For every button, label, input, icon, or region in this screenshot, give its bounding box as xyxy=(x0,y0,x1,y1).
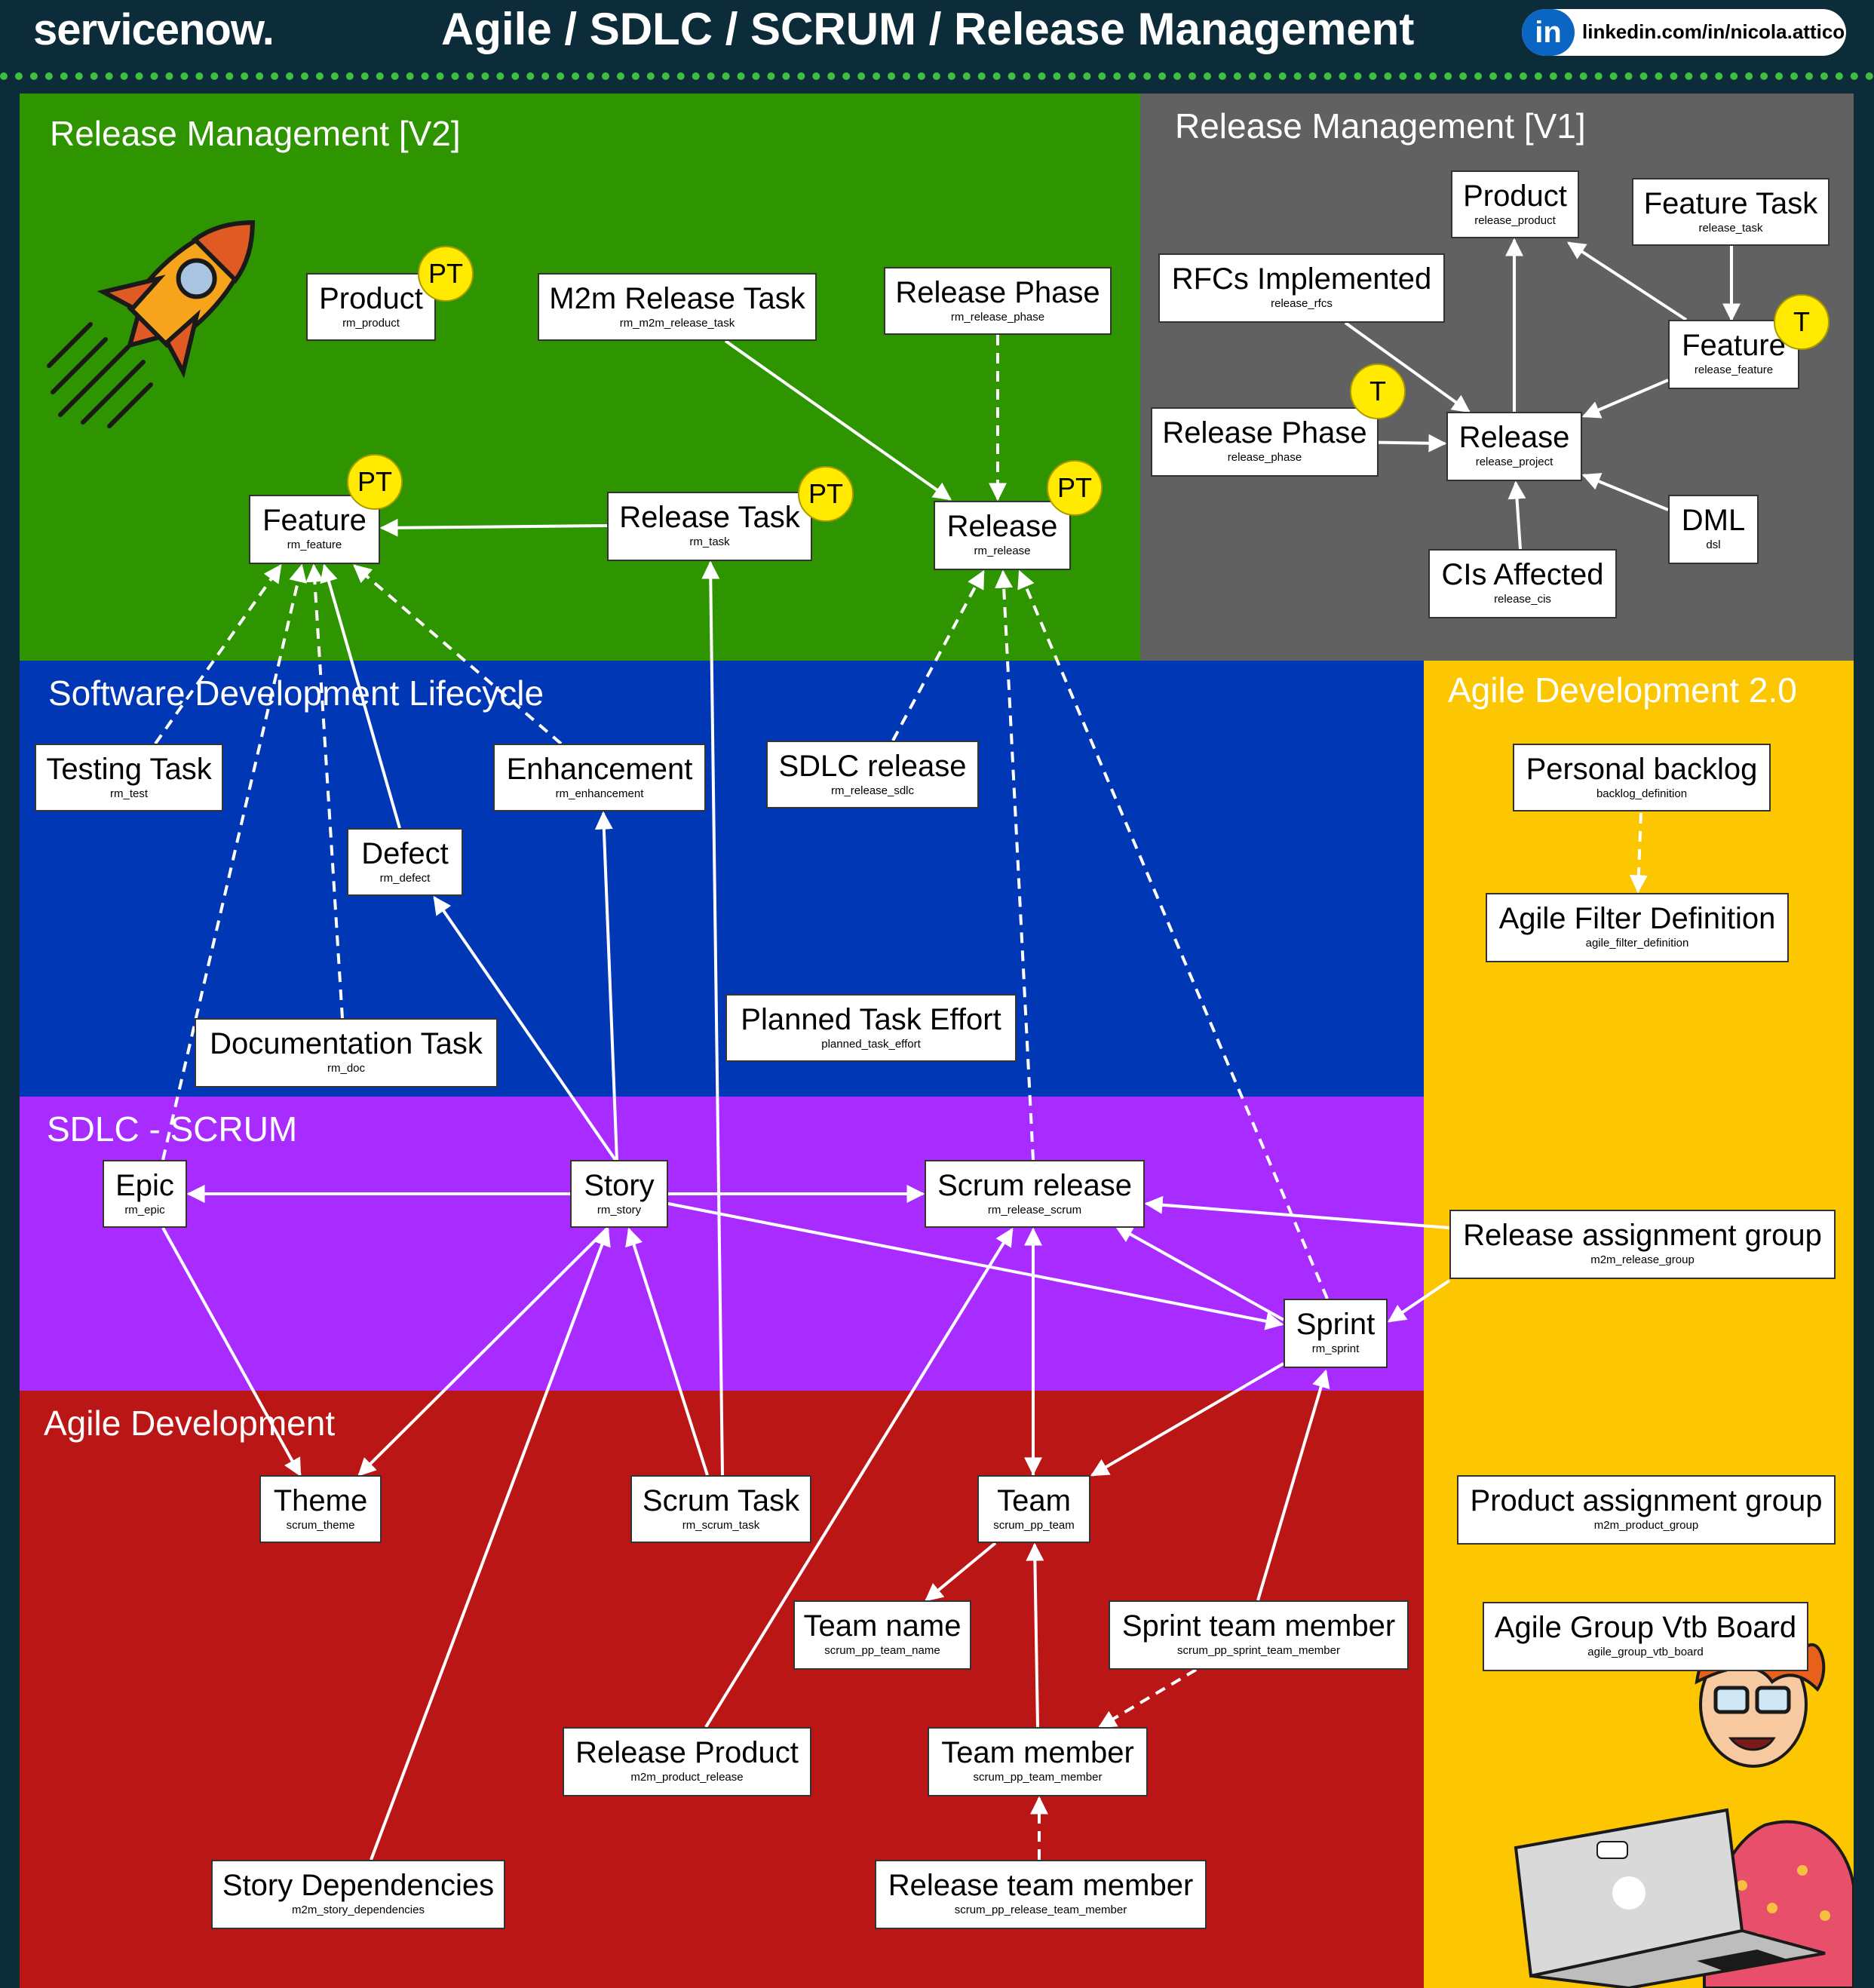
link-testing-task-to-feature xyxy=(154,564,282,745)
link-cis-to-release-v1 xyxy=(1507,480,1526,550)
link-sprint-team-member-to-team-member xyxy=(1097,1668,1198,1729)
page-title: Agile / SDLC / SCRUM / Release Managemen… xyxy=(441,4,1415,54)
linkedin-url[interactable]: linkedin.com/in/nicola.attico xyxy=(1582,20,1845,43)
badge-feature-v2: PT xyxy=(347,454,403,510)
link-story-to-enhancement xyxy=(594,811,618,1161)
badge-feature-v1: T xyxy=(1774,294,1830,350)
rocket-illustration xyxy=(47,220,255,428)
link-rag-to-scrum-release xyxy=(1144,1195,1450,1229)
link-scrum-task-to-story xyxy=(625,1227,709,1476)
panel-title-sdlc: Software Development Lifecycle xyxy=(48,673,544,713)
panel-title-agile-2: Agile Development 2.0 xyxy=(1448,670,1797,710)
link-story-to-defect xyxy=(433,896,617,1161)
link-release-product-to-scrum-release xyxy=(704,1227,1014,1729)
link-story-dep-to-story xyxy=(370,1227,611,1861)
link-release-task-to-feature xyxy=(379,518,608,537)
badge-release-phase-v1: T xyxy=(1350,364,1406,419)
link-epic-to-feature xyxy=(161,563,307,1161)
link-sdlc-release-to-release xyxy=(891,569,985,741)
link-sprint-team-member-to-sprint xyxy=(1256,1369,1330,1601)
link-scrum-release-to-release xyxy=(995,569,1035,1161)
servicenow-logo: servicenow. xyxy=(33,5,275,54)
link-sprint-to-scrum-release xyxy=(1114,1225,1284,1321)
header-bar: servicenow. Agile / SDLC / SCRUM / Relea… xyxy=(0,0,1874,68)
panel-title-release-v1: Release Management [V1] xyxy=(1175,106,1586,146)
link-story-to-sprint xyxy=(667,1202,1284,1330)
link-story-to-theme xyxy=(357,1226,609,1477)
link-sprint-to-release xyxy=(1017,569,1329,1299)
link-scrum-task-to-release-task xyxy=(701,560,724,1476)
link-team-to-team-name xyxy=(925,1542,997,1602)
link-enhancement-to-feature xyxy=(353,564,563,745)
link-backlog-to-filter xyxy=(1629,812,1648,894)
link-feature-v1-to-feature-task xyxy=(1566,241,1688,321)
badge-product-v2: PT xyxy=(418,246,474,302)
badge-release-v2: PT xyxy=(1047,460,1103,516)
panel-title-agile: Agile Development xyxy=(44,1404,336,1443)
panel-title-release-v2: Release Management [V2] xyxy=(50,114,461,153)
linkedin-link[interactable]: in linkedin.com/in/nicola.attico xyxy=(1522,9,1846,56)
link-defect-to-feature xyxy=(320,563,401,829)
link-epic-to-theme xyxy=(161,1227,302,1477)
link-rag-to-sprint xyxy=(1388,1279,1451,1323)
link-sprint-to-team xyxy=(1090,1362,1285,1477)
link-dml-to-release-v1 xyxy=(1581,473,1669,511)
badge-release-task-v2: PT xyxy=(798,466,854,522)
link-m2m-task-to-release xyxy=(724,339,952,501)
linkedin-icon: in xyxy=(1522,9,1575,56)
link-rfcs-to-release-v1 xyxy=(1344,321,1471,413)
link-team-member-to-team xyxy=(1026,1542,1044,1728)
header-divider xyxy=(0,72,1874,80)
link-doc-task-to-feature xyxy=(305,563,344,1019)
link-feature-v1-to-release-v1 xyxy=(1581,379,1669,419)
